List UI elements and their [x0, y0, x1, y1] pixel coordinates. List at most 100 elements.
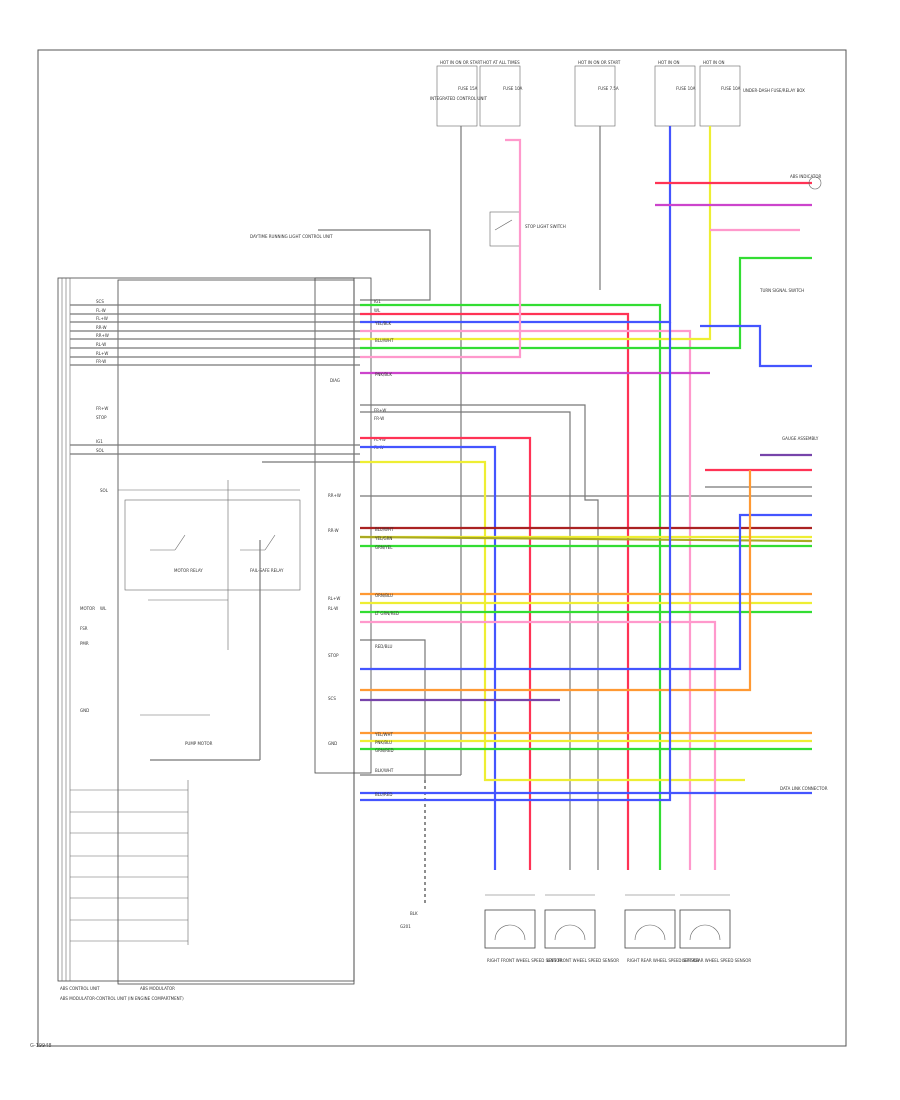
- right-pin-label: RR+W: [328, 493, 341, 498]
- wire-red-1: [360, 312, 630, 870]
- right-pin-label: IG1: [374, 299, 381, 304]
- wire-color-label: ORN/BLU: [375, 593, 393, 598]
- abs-unit-outline: [57, 277, 355, 982]
- fuse-box-2-label: HOT AT ALL TIMES: [483, 60, 520, 65]
- fuse-1-rating: FUSE 15A: [458, 86, 478, 91]
- abs-unit-caption: ABS MODULATOR-CONTROL UNIT (IN ENGINE CO…: [60, 996, 184, 1001]
- gauge-assembly-label: GAUGE ASSEMBLY: [782, 436, 819, 441]
- sensor-gauge-icon: [689, 924, 721, 941]
- abs-connector-block: [314, 277, 372, 774]
- wire-blue-trunk: [360, 126, 672, 324]
- diag-gray-wire: [360, 404, 599, 870]
- wheel-sensor-label: RIGHT REAR WHEEL SPEED SENSOR: [627, 958, 699, 963]
- footer-note: G-19948: [30, 1043, 52, 1049]
- wire-pink-3: [360, 620, 717, 870]
- fuse-box-1-label: HOT IN ON OR START: [440, 60, 483, 65]
- data-link-connector-label: DATA LINK CONNECTOR: [780, 786, 828, 791]
- fuse-box-5-label: HOT IN ON: [703, 60, 724, 65]
- wire-green-2: [360, 256, 812, 350]
- left-pin-label: RR-W: [96, 325, 107, 330]
- fuse-box-1: [436, 65, 478, 127]
- wheel-sensor-label: RIGHT FRONT WHEEL SPEED SENSOR: [487, 958, 562, 963]
- wire-red-2: [360, 436, 532, 870]
- left-pin-label: STOP: [96, 415, 107, 420]
- ecu-left-pin-lines: [70, 304, 360, 463]
- sensor-gauge-icon: [494, 924, 526, 941]
- wire-color-label: YEL/BLK: [374, 321, 392, 326]
- stop-switch-contact: [494, 219, 513, 231]
- fuse-box-2: [479, 65, 521, 127]
- fuse-2-rating: FUSE 10A: [503, 86, 523, 91]
- wire-color-label: BLU/WHT: [375, 338, 394, 343]
- turn-signal-switch-label: TURN SIGNAL SWITCH: [759, 288, 804, 293]
- wheel-sensors: RIGHT FRONT WHEEL SPEED SENSOR LEFT FRON…: [484, 894, 751, 963]
- left-pin-label: SOL: [100, 488, 109, 493]
- abs-indicator-label: ABS INDICATOR: [790, 174, 821, 179]
- wheel-sensor-lf: [544, 909, 596, 949]
- wheel-sensor-rr: [624, 909, 676, 949]
- wire-color-label: RED/BLU: [375, 644, 393, 649]
- wire-blue-2: [360, 445, 497, 870]
- pump-relay-area: MOTOR RELAY FAIL-SAFE RELAY PUMP MOTOR: [118, 480, 301, 761]
- fuse-box-4: [654, 65, 696, 127]
- left-box-label: MOTOR: [80, 606, 95, 611]
- left-pin-label: RL+W: [96, 351, 108, 356]
- ground-label: BLK: [410, 911, 418, 916]
- wire-color-labels: YEL/BLK BLU/WHT PNK/BLK BLU/WHT YEL/GRN …: [374, 321, 399, 797]
- wire-blue-to-dlc: [700, 324, 812, 368]
- fuse-4-rating: FUSE 10A: [676, 86, 696, 91]
- indicator-bulb-icon: [808, 176, 822, 190]
- wire-color-label: LT GRN/RED: [375, 611, 399, 616]
- right-pin-label: RL+W: [328, 596, 340, 601]
- left-pin-label: WL: [100, 606, 107, 611]
- failsafe-relay-switch: [264, 534, 276, 551]
- left-box-label: PMR: [80, 641, 89, 646]
- fuse-box-3-label: HOT IN ON OR START: [578, 60, 621, 65]
- wire-color-label: BLU/RED: [375, 792, 392, 797]
- right-pin-label: GND: [328, 741, 337, 746]
- right-pin-label: FL+W: [374, 437, 386, 442]
- wire-blue-3: [360, 513, 812, 671]
- wheel-sensor-lr: [679, 909, 731, 949]
- left-pin-label: FL+W: [96, 316, 108, 321]
- wire-pink-2: [360, 138, 522, 359]
- relay-enclosure: [124, 499, 301, 591]
- right-pin-label: RR-W: [328, 528, 339, 533]
- right-pin-label: SCS: [328, 696, 336, 701]
- pump-motor-label: PUMP MOTOR: [185, 741, 213, 746]
- wire-color-label: GRN/RED: [375, 748, 394, 753]
- right-pin-label: FR-W: [374, 416, 384, 421]
- abs-control-unit: [117, 279, 355, 985]
- abs-control-unit-label: ABS CONTROL UNIT: [60, 986, 100, 991]
- solenoid-stack: [70, 780, 189, 945]
- right-pin-label: RL-W: [328, 606, 338, 611]
- stop-light-switch: [489, 211, 521, 247]
- wheel-sensor-rf: [484, 909, 536, 949]
- wire-olive: [359, 535, 813, 543]
- ecu-left-pin-labels: SCS FL-W FL+W RR-W RR+W RL-W RL+W FR-W F…: [96, 299, 109, 611]
- integrated-control-unit-label: INTEGRATED CONTROL UNIT: [430, 96, 488, 101]
- wire-yellow-trunk: [360, 126, 712, 341]
- fuse-box-3: [574, 65, 616, 127]
- fuse-box-4-label: HOT IN ON: [658, 60, 679, 65]
- wire-orange-2: [360, 470, 752, 692]
- sensor-gauge-icon: [634, 924, 666, 941]
- left-pin-label: FR-W: [96, 359, 106, 364]
- fr-gray-wire: [360, 411, 571, 870]
- ground-lead: [360, 639, 426, 780]
- left-box-label: GND: [80, 708, 89, 713]
- wire-color-label: BLK/WHT: [375, 768, 394, 773]
- wire-color-label: BLU/WHT: [375, 527, 394, 532]
- wheel-sensor-label: LEFT REAR WHEEL SPEED SENSOR: [682, 958, 751, 963]
- motor-relay-switch: [174, 534, 186, 551]
- colored-wire-harness: [359, 126, 813, 870]
- motor-relay-label: MOTOR RELAY: [174, 568, 203, 573]
- left-pin-label: IG1: [96, 439, 103, 444]
- failsafe-relay-label: FAIL-SAFE RELAY: [250, 568, 284, 573]
- fuse-5-rating: FUSE 10A: [721, 86, 741, 91]
- sensor-gauge-icon: [554, 924, 586, 941]
- right-pin-label: DIAG: [330, 378, 340, 383]
- wire-blue-return: [360, 322, 672, 802]
- left-pin-label: RR+W: [96, 333, 109, 338]
